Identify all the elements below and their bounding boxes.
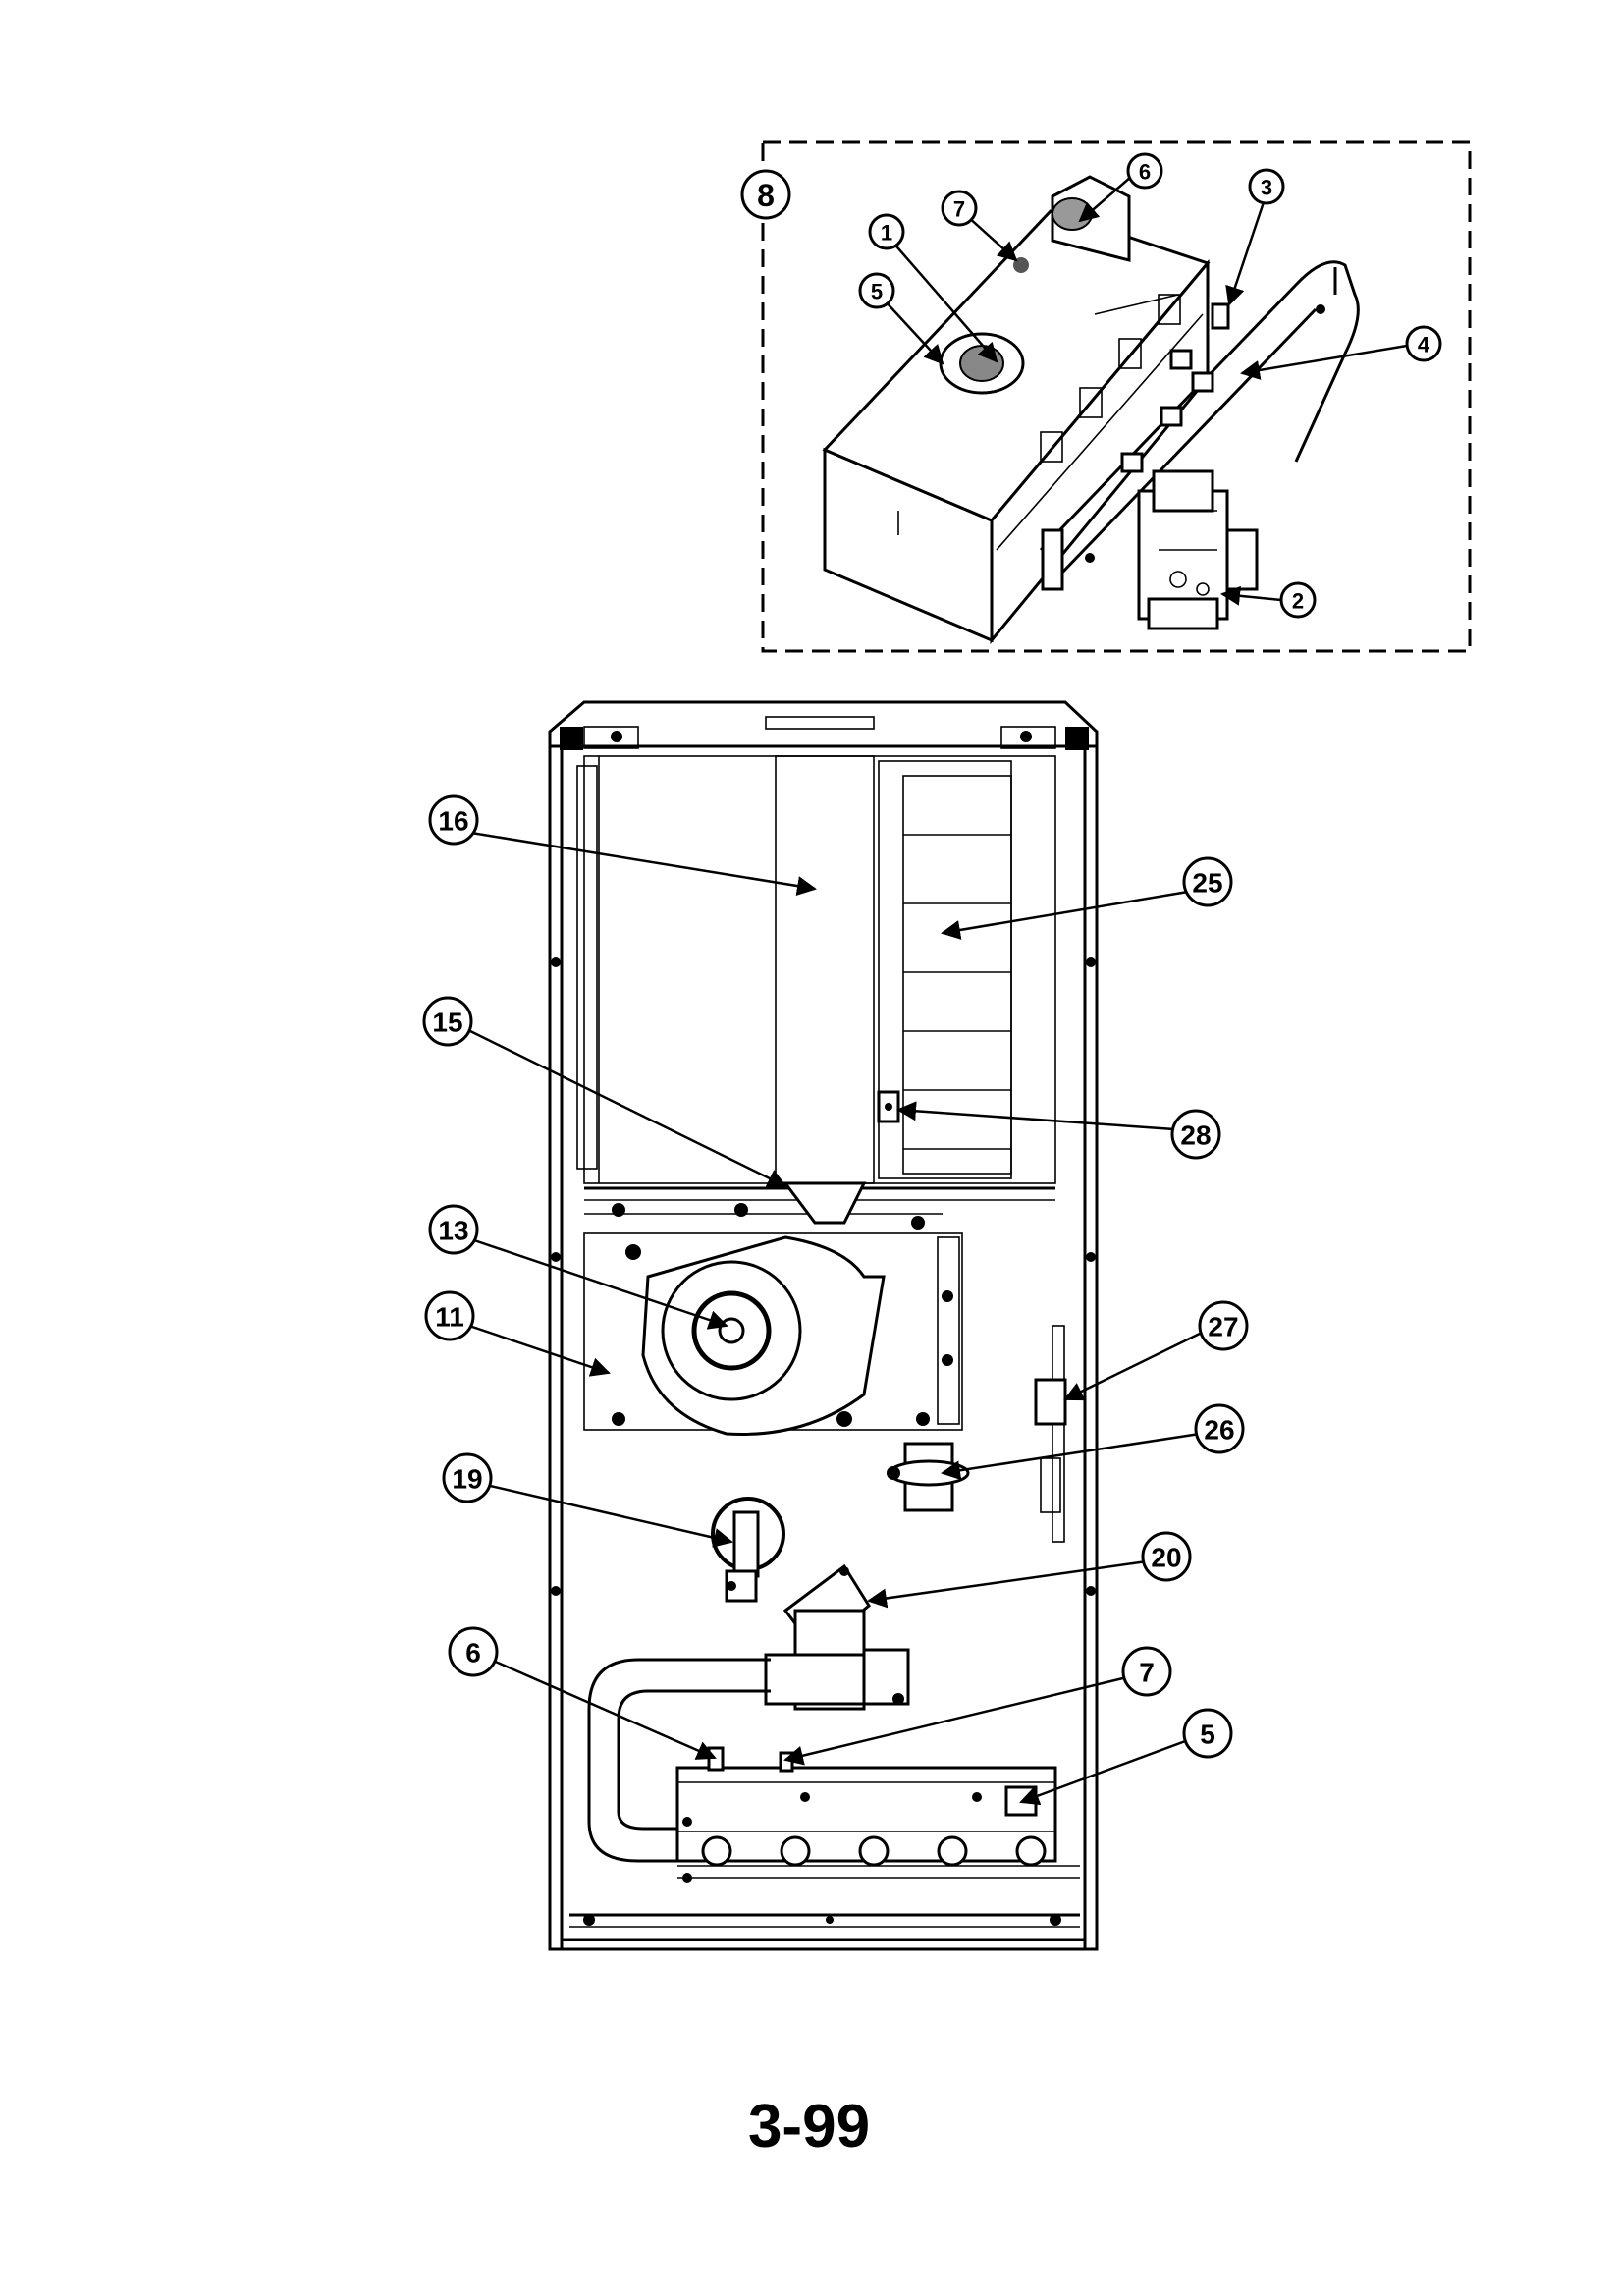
callout-11: 11 [424, 1290, 611, 1377]
svg-text:19: 19 [452, 1464, 482, 1495]
callout-28: 28 [896, 1101, 1221, 1160]
svg-text:13: 13 [438, 1216, 468, 1246]
callout-13: 13 [428, 1204, 728, 1330]
svg-text:5: 5 [1200, 1720, 1215, 1750]
inset-callouts: 8 6 7 1 5 [740, 152, 1442, 619]
main-burner-assembly-drawing [675, 1746, 1080, 1883]
svg-text:16: 16 [438, 806, 468, 837]
burner-assembly-inset: 8 6 7 1 5 [740, 140, 1472, 653]
inset-callout-3: 3 [1225, 168, 1285, 306]
callout-26: 26 [941, 1403, 1245, 1481]
svg-text:7: 7 [1139, 1658, 1155, 1688]
callout-16: 16 [428, 794, 817, 896]
inset-dashed-border [761, 140, 1472, 653]
svg-text:2: 2 [1292, 589, 1304, 614]
svg-text:20: 20 [1151, 1543, 1181, 1573]
callout-20: 20 [867, 1531, 1192, 1609]
pilot-fitting-drawing [1211, 302, 1230, 330]
gas-manifold-pipe-drawing [1039, 260, 1360, 591]
svg-text:26: 26 [1204, 1415, 1234, 1446]
assembly-callout-8: 8 [740, 169, 791, 220]
main-gas-valve-drawing [764, 1563, 910, 1711]
inset-callout-7: 7 [941, 190, 1018, 262]
gas-supply-pipe-drawing [587, 1658, 771, 1863]
svg-text:6: 6 [1139, 160, 1151, 185]
svg-text:7: 7 [953, 197, 965, 222]
gas-valve-drawing [1137, 469, 1259, 630]
svg-text:28: 28 [1180, 1121, 1211, 1151]
transformer-drawing [887, 1442, 970, 1512]
callout-15: 15 [422, 996, 787, 1188]
inset-callout-4: 4 [1240, 325, 1442, 380]
svg-text:5: 5 [871, 280, 883, 304]
door-switch-drawing [1034, 1378, 1067, 1426]
pressure-switch-drawing [711, 1497, 785, 1603]
svg-text:6: 6 [465, 1638, 481, 1668]
furnace-cabinet [548, 700, 1099, 1951]
svg-text:15: 15 [432, 1008, 462, 1038]
inset-callout-2: 2 [1220, 581, 1317, 619]
callout-19: 19 [442, 1452, 733, 1548]
svg-text:1: 1 [881, 221, 892, 246]
callout-6: 6 [448, 1626, 717, 1760]
callout-5: 5 [1019, 1708, 1233, 1806]
svg-text:25: 25 [1192, 868, 1222, 899]
callout-7: 7 [783, 1646, 1172, 1766]
svg-text:4: 4 [1418, 333, 1430, 357]
inset-callout-5: 5 [858, 272, 944, 365]
control-board-strip-drawing [1052, 1325, 1065, 1543]
callout-25: 25 [941, 856, 1233, 940]
flue-pipe-drawing [775, 755, 875, 1184]
svg-text:11: 11 [435, 1302, 464, 1333]
inset-callout-1: 1 [868, 213, 998, 363]
main-callouts: 16 25 15 28 13 27 11 [422, 794, 1249, 1806]
page-number: 3-99 [747, 2093, 871, 2160]
callout-27: 27 [1063, 1300, 1249, 1401]
collector-box-drawing [782, 1181, 867, 1225]
svg-text:27: 27 [1208, 1312, 1238, 1342]
inset-callout-6: 6 [1078, 152, 1163, 223]
svg-text:8: 8 [757, 178, 775, 213]
svg-text:3: 3 [1261, 176, 1272, 200]
